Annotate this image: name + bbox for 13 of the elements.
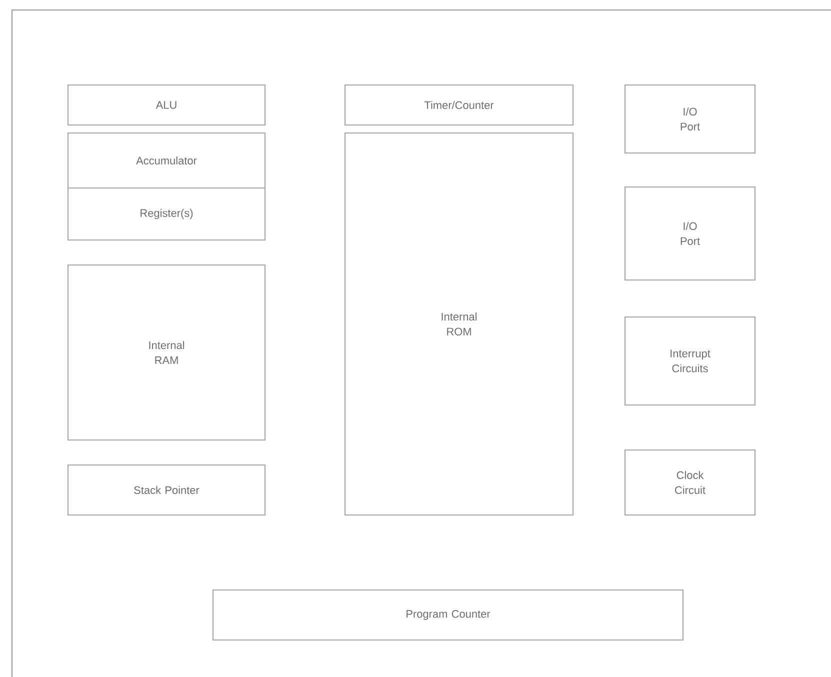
block-box: I/O Port	[624, 84, 756, 154]
block-box: Accumulator	[67, 132, 266, 189]
block-box: I/O Port	[624, 186, 756, 281]
block-box: Internal ROM	[344, 132, 574, 516]
block-box: Register(s)	[67, 187, 266, 241]
block-box: Program Counter	[212, 589, 684, 641]
block-box: Interrupt Circuits	[624, 316, 756, 406]
block-box: Clock Circuit	[624, 449, 756, 516]
block-box: ALU	[67, 84, 266, 126]
block-box: Timer/Counter	[344, 84, 574, 126]
block-box: Stack Pointer	[67, 464, 266, 516]
chip-frame	[11, 9, 831, 677]
block-box: Internal RAM	[67, 264, 266, 441]
